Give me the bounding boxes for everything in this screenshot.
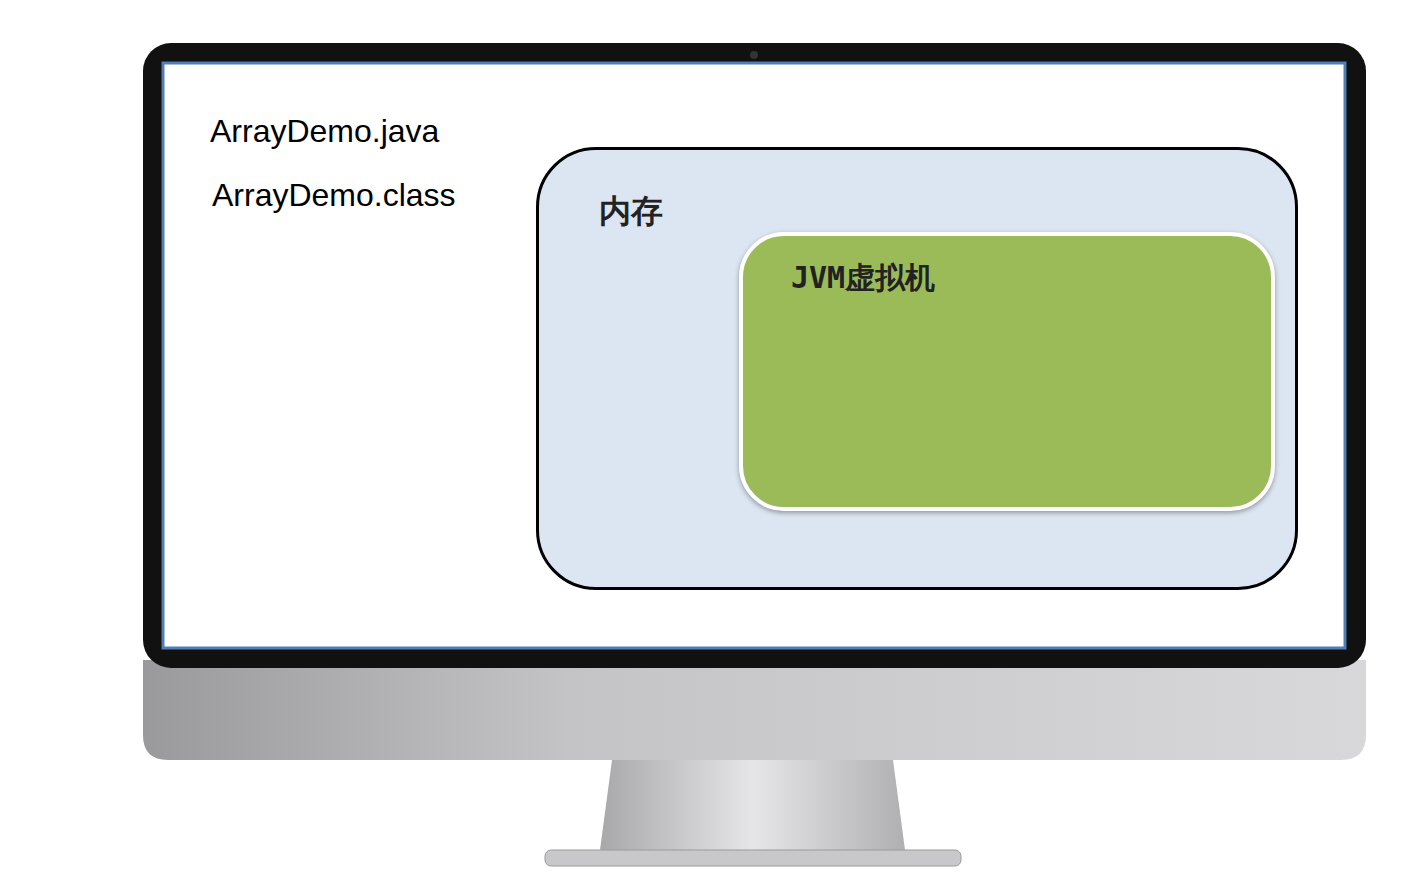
file-name: ArrayDemo.java [210, 113, 439, 150]
node-title: 内存 [599, 190, 663, 234]
jvm-box: JVM虚拟机 [739, 232, 1275, 511]
memory-region: 内存 JVM虚拟机 [536, 147, 1298, 590]
file-name: ArrayDemo.class [212, 177, 456, 214]
node-title: JVM虚拟机 [791, 258, 935, 299]
